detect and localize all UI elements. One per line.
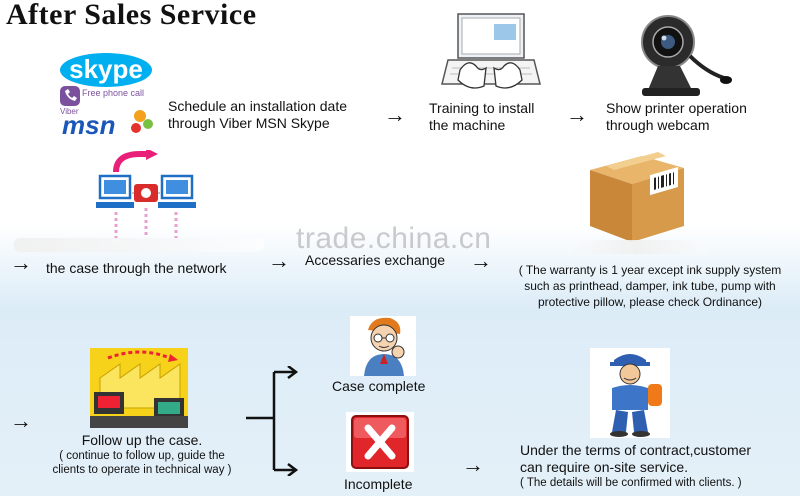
laptop-hands-icon	[438, 12, 542, 98]
service-worker-icon	[590, 348, 670, 438]
factory-icon	[90, 348, 188, 428]
step-schedule: Schedule an installation date through Vi…	[168, 98, 348, 131]
arrow-icon: →	[566, 102, 588, 127]
step-case-complete: Case complete	[332, 378, 426, 394]
step-follow-up: Follow up the case. ( continue to follow…	[52, 432, 232, 476]
red-x-icon	[346, 412, 414, 472]
arrow-icon: →	[268, 248, 290, 273]
msn-wordmark: msn	[62, 110, 115, 136]
free-call-label: Free phone call	[82, 88, 144, 98]
viber-label: Viber	[60, 107, 79, 116]
arrow-icon: →	[462, 452, 484, 477]
page-title: After Sales Service	[6, 0, 257, 31]
arrow-icon: →	[10, 250, 32, 275]
branch-bracket	[246, 366, 299, 476]
step-accessories: Accessaries exchange	[305, 252, 446, 268]
arrow-icon: →	[470, 248, 492, 273]
network-computers-icon	[96, 148, 196, 240]
cardboard-box-icon	[584, 150, 688, 246]
thinking-man-icon	[350, 316, 416, 376]
obscured-text	[14, 238, 264, 252]
skype-wordmark: skype	[69, 54, 143, 84]
obscured-text	[566, 240, 708, 254]
arrow-icon: →	[10, 408, 32, 433]
step-incomplete: Incomplete	[344, 476, 413, 492]
watermark: trade.china.cn	[296, 222, 492, 255]
step-onsite: Under the terms of contract,customer can…	[520, 442, 752, 489]
step-training: Training to install the machine	[429, 100, 535, 133]
skype-msn-logo-icon: skype Free phone call Viber msn	[58, 52, 154, 140]
step-network: the case through the network	[46, 260, 227, 276]
step-warranty: ( The warranty is 1 year except ink supp…	[518, 263, 782, 309]
step-webcam: Show printer operation through webcam	[606, 100, 747, 133]
arrow-icon: →	[384, 102, 406, 127]
webcam-icon	[628, 12, 736, 102]
